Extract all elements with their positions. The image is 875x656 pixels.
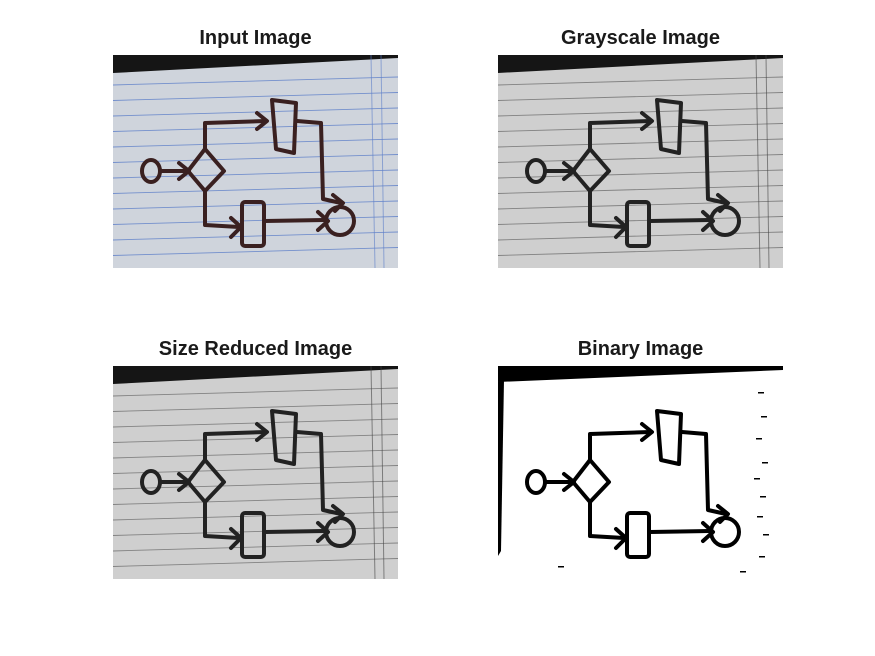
arrow-head <box>255 422 269 442</box>
speckle-noise <box>740 571 746 573</box>
panel-title: Size Reduced Image <box>158 338 353 360</box>
ruled-line <box>498 76 783 86</box>
io-trapezoid <box>655 98 683 155</box>
connector-arrow <box>263 529 327 534</box>
margin-line <box>765 55 770 268</box>
ruled-line <box>113 449 398 459</box>
connector-arrow <box>648 218 712 223</box>
table-edge <box>498 55 783 73</box>
ruled-line <box>498 185 783 194</box>
table-edge <box>113 366 398 384</box>
ruled-line <box>113 403 398 412</box>
speckle-noise <box>758 392 764 394</box>
ruled-line <box>113 247 398 256</box>
process-box <box>625 511 651 559</box>
ruled-line <box>498 247 783 256</box>
ruled-line <box>498 138 783 148</box>
ruled-line <box>113 92 398 101</box>
speckle-noise <box>759 556 765 558</box>
ruled-line <box>113 216 398 225</box>
connector-arrow <box>680 119 728 205</box>
connector-arrow <box>295 430 343 516</box>
ruled-line <box>113 527 398 536</box>
speckle-noise <box>558 566 564 568</box>
input-image <box>113 55 398 268</box>
arrow-head <box>640 422 654 442</box>
ruled-line <box>113 558 398 567</box>
connector-arrow <box>680 430 728 516</box>
ruled-line <box>113 138 398 148</box>
ruled-line <box>113 511 398 521</box>
io-trapezoid <box>655 409 683 466</box>
flowchart-sketch <box>140 409 356 559</box>
flowchart-sketch <box>525 409 741 559</box>
margin-line <box>380 55 385 268</box>
connector-arrow <box>203 500 241 540</box>
ruled-line <box>113 542 398 552</box>
process-box <box>240 200 266 248</box>
ruled-line <box>498 231 783 241</box>
binary-image <box>498 366 783 579</box>
margin-line <box>380 366 385 579</box>
ruled-line <box>113 387 398 397</box>
connector-arrow <box>263 218 327 223</box>
speckle-noise <box>761 416 767 418</box>
io-trapezoid <box>270 409 298 466</box>
io-trapezoid <box>270 98 298 155</box>
connector-arrow <box>648 529 712 534</box>
ruled-line <box>113 76 398 86</box>
arrow-head <box>640 111 654 131</box>
ruled-line <box>113 154 398 163</box>
margin-line <box>370 366 376 579</box>
flowchart-sketch <box>525 98 741 248</box>
margin-line <box>370 55 376 268</box>
connector-arrow <box>588 189 626 229</box>
table-edge <box>113 55 398 73</box>
speckle-noise <box>756 438 762 440</box>
flowchart-sketch <box>140 98 356 248</box>
connector-arrow <box>295 119 343 205</box>
arrow-head <box>255 111 269 131</box>
margin-line <box>755 55 761 268</box>
ruled-line <box>498 216 783 225</box>
ruled-line <box>498 154 783 163</box>
speckle-noise <box>760 496 766 498</box>
ruled-line <box>113 231 398 241</box>
end-circle <box>709 205 741 237</box>
speckle-noise <box>762 462 768 464</box>
ruled-line <box>113 185 398 194</box>
panel-title: Input Image <box>199 27 312 49</box>
size-reduced-image <box>113 366 398 579</box>
ruled-line <box>113 123 398 132</box>
table-edge <box>498 366 783 382</box>
connector-arrow <box>588 119 652 151</box>
ruled-line <box>113 434 398 443</box>
end-circle <box>709 516 741 548</box>
ruled-line <box>113 200 398 210</box>
speckle-noise <box>754 478 760 480</box>
connector-arrow <box>588 500 626 540</box>
connector-arrow <box>203 119 267 151</box>
end-circle <box>324 205 356 237</box>
end-circle <box>324 516 356 548</box>
ruled-line <box>498 200 783 210</box>
connector-arrow <box>588 430 652 462</box>
process-box <box>625 200 651 248</box>
panel-title: Grayscale Image <box>561 27 720 49</box>
ruled-line <box>113 496 398 505</box>
speckle-noise <box>763 534 769 536</box>
ruled-line <box>498 123 783 132</box>
connector-arrow <box>203 189 241 229</box>
speckle-noise <box>757 516 763 518</box>
ruled-line <box>113 465 398 474</box>
panel-title: Binary Image <box>577 338 704 360</box>
process-box <box>240 511 266 559</box>
grayscale-image <box>498 55 783 268</box>
ruled-line <box>498 92 783 101</box>
connector-arrow <box>203 430 267 462</box>
table-edge-left <box>498 380 504 556</box>
